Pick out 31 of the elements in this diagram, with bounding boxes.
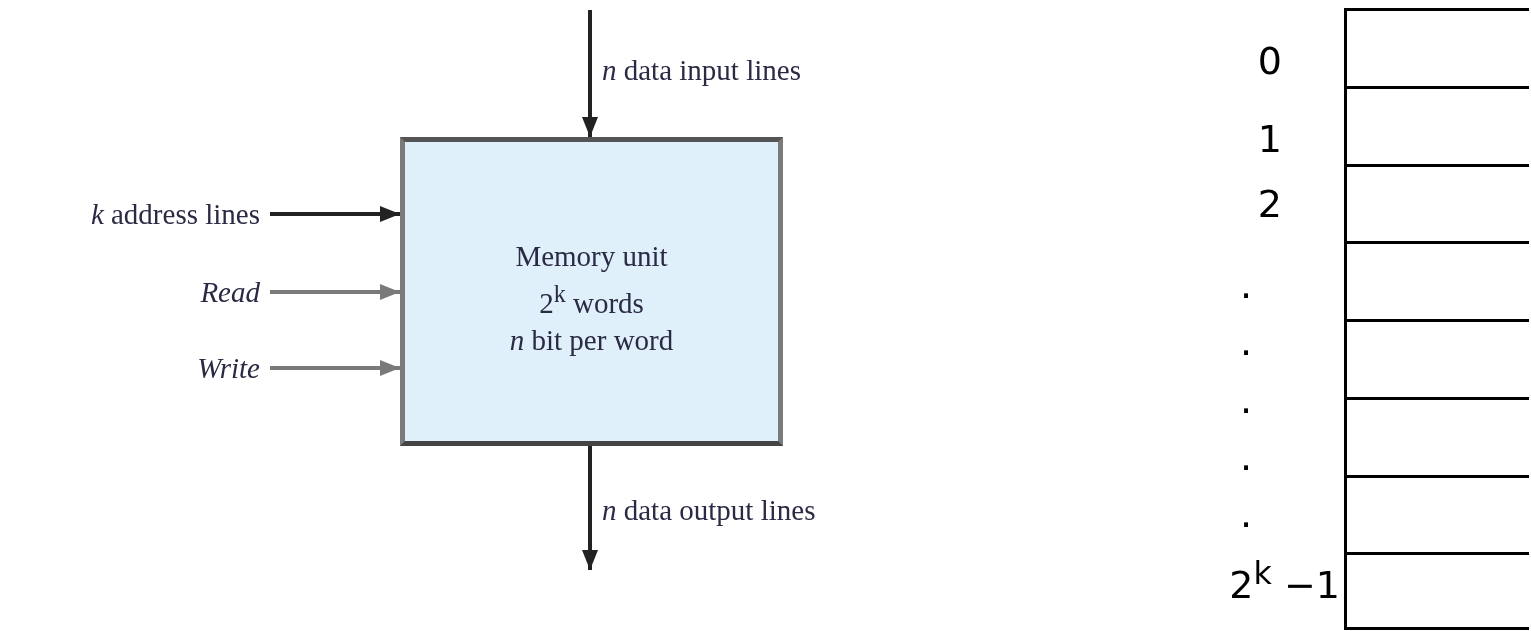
word-count-text: 2$^{k}$ words [539, 279, 644, 321]
arrow [582, 10, 598, 137]
edge-label: n data input lines [602, 54, 801, 87]
memory-word-cell [1344, 319, 1529, 397]
address-lines-label: k address lines [90, 194, 260, 234]
memory-word-cell [1344, 8, 1529, 86]
ellipsis-dot: . [1239, 319, 1252, 365]
memory-word-cell [1344, 396, 1529, 475]
write-signal-label: Write [197, 348, 260, 388]
ellipsis-dot: . [1239, 434, 1252, 480]
address-number: 2$^{k}$ −1 [1229, 554, 1340, 608]
memory-word-cell [1344, 163, 1529, 242]
memory-word-cell [1344, 552, 1529, 630]
arrow [270, 206, 400, 222]
address-number: 1 [1257, 116, 1282, 162]
arrow [582, 446, 598, 570]
read-signal-label: Read [200, 272, 260, 312]
memory-word-cell [1344, 241, 1529, 319]
edge-label: n data output lines [602, 494, 816, 527]
address-number: 0 [1257, 38, 1282, 84]
memory-word-cell [1344, 474, 1529, 553]
unit-title: Memory unit [515, 239, 668, 274]
ellipsis-dot: . [1239, 262, 1252, 308]
ellipsis-dot: . [1239, 491, 1252, 537]
word-size-text: n bit per word [509, 322, 674, 358]
memory-word-cell [1344, 85, 1529, 164]
arrow [270, 360, 400, 376]
arrow [270, 284, 400, 300]
memory-unit-box [400, 137, 783, 446]
ellipsis-dot: . [1239, 377, 1252, 423]
address-number: 2 [1257, 181, 1282, 227]
